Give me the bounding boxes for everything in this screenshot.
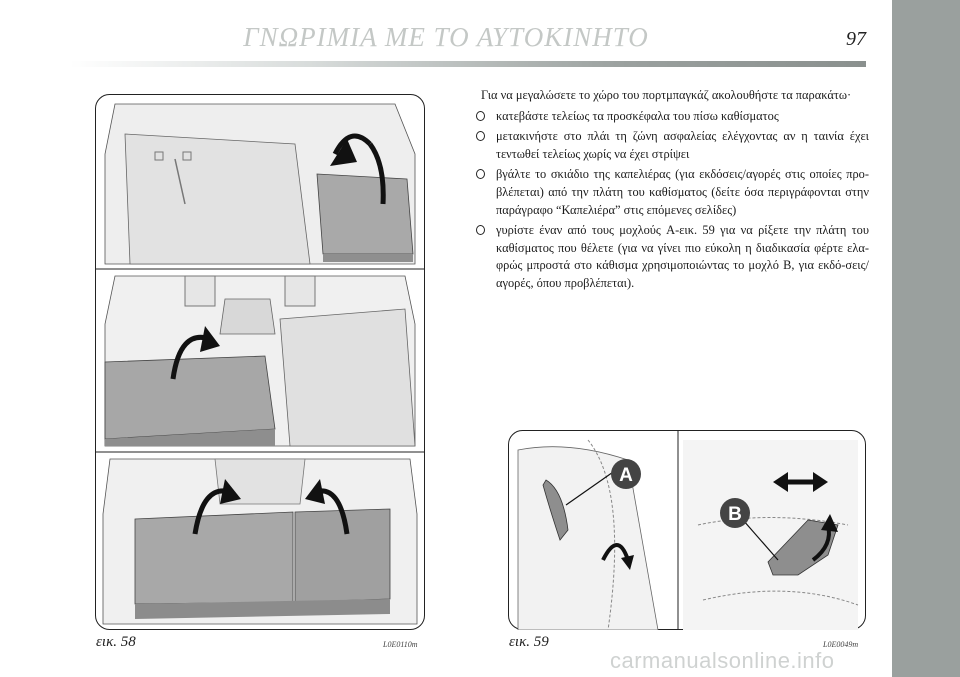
bullet-icon	[476, 169, 485, 180]
panel-2-fold-one-side	[104, 275, 416, 447]
list-item: γυρίστε έναν από τους μοχλούς A-εικ. 59 …	[473, 222, 869, 292]
figure-59-caption: εικ. 59	[509, 634, 549, 650]
steps-list: κατεβάστε τελείως τα προσκέφαλα του πίσω…	[473, 108, 869, 293]
lever-a-label: A	[611, 459, 641, 489]
watermark: carmanualsonline.info	[610, 648, 835, 673]
figure-59-code: L0E0049m	[823, 640, 859, 649]
svg-text:A: A	[619, 465, 633, 486]
panel-1-headrests	[104, 103, 416, 265]
figure-58-caption: εικ. 58	[96, 634, 136, 650]
side-tab	[892, 0, 960, 677]
section-title: ΓΝΩΡΙΜΙΑ ΜΕ ΤΟ ΑΥΤΟΚΙΝΗΤΟ	[243, 22, 649, 52]
page-number: 97	[846, 28, 866, 50]
figure-58-code: L0E0110m	[383, 640, 418, 649]
list-item: κατεβάστε τελείως τα προσκέφαλα του πίσω…	[473, 108, 869, 126]
list-item: βγάλτε το σκιάδιο της καπελιέρας (για εκ…	[473, 166, 869, 219]
bullet-icon	[476, 225, 485, 236]
lever-b-label: B	[720, 498, 750, 528]
figure-58-illustration	[95, 94, 425, 630]
panel-lever-a	[517, 439, 659, 630]
figure-59-illustration: A B	[508, 430, 866, 630]
svg-text:B: B	[728, 504, 742, 525]
intro-paragraph: Για να μεγαλώσετε το χώρο του πορτμπαγκά…	[481, 88, 852, 102]
bullet-icon	[476, 131, 485, 142]
header-rule	[70, 61, 866, 67]
panel-lever-b	[683, 440, 859, 630]
panel-3-fold-both	[102, 458, 418, 625]
instructions-text: Για να μεγαλώσετε το χώρο του πορτμπαγκά…	[473, 87, 869, 296]
bullet-icon	[476, 110, 485, 121]
list-item: μετακινήστε στο πλάι τη ζώνη ασφαλείας ε…	[473, 128, 869, 163]
